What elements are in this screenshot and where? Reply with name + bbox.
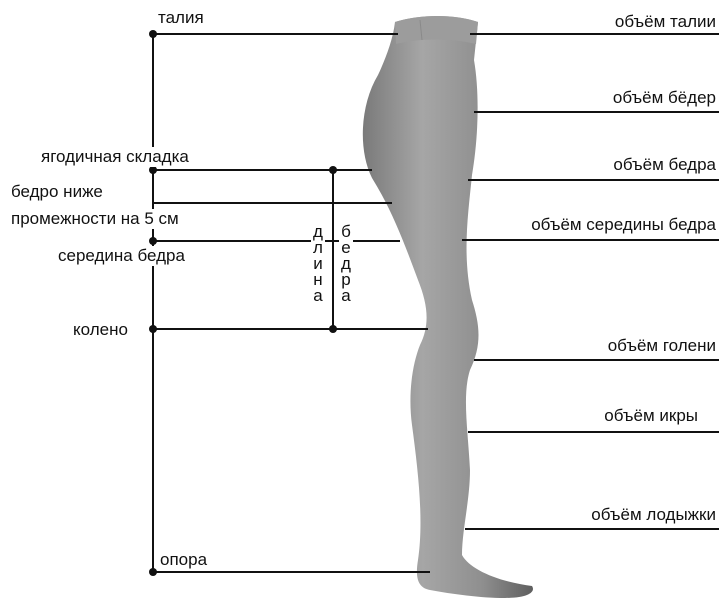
label-below-crotch-1: бедро ниже bbox=[10, 182, 104, 202]
label-below-crotch-2: промежности на 5 см bbox=[10, 209, 180, 229]
label-mid-thigh-girth: объём середины бедра bbox=[530, 215, 717, 235]
label-gluteal-fold: ягодичная складка bbox=[40, 147, 190, 167]
label-waist-girth: объём талии bbox=[614, 12, 717, 32]
right-measure-lines bbox=[462, 34, 719, 529]
thigh-length-line bbox=[329, 166, 337, 333]
label-thigh-girth: объём бедра bbox=[612, 155, 717, 175]
support-dot bbox=[149, 568, 157, 576]
thigh-length-word-left: д л и н а bbox=[311, 224, 325, 304]
label-shin-girth: объём голени bbox=[607, 336, 717, 356]
leg-silhouette bbox=[363, 16, 533, 598]
label-knee: колено bbox=[72, 320, 129, 340]
mid-thigh-dot bbox=[149, 237, 157, 245]
label-support: опора bbox=[159, 550, 208, 570]
gluteal-fold-dot bbox=[149, 166, 157, 174]
label-ankle-girth: объём лодыжки bbox=[590, 505, 717, 525]
label-calf-girth: объём икры bbox=[603, 406, 699, 426]
thigh-length-word-right: б е д р а bbox=[339, 224, 353, 304]
label-waist: талия bbox=[157, 8, 205, 28]
label-hips-girth: объём бёдер bbox=[612, 88, 717, 108]
waist-dot bbox=[149, 30, 157, 38]
label-mid-thigh: середина бедра bbox=[57, 246, 186, 266]
knee-dot bbox=[149, 325, 157, 333]
